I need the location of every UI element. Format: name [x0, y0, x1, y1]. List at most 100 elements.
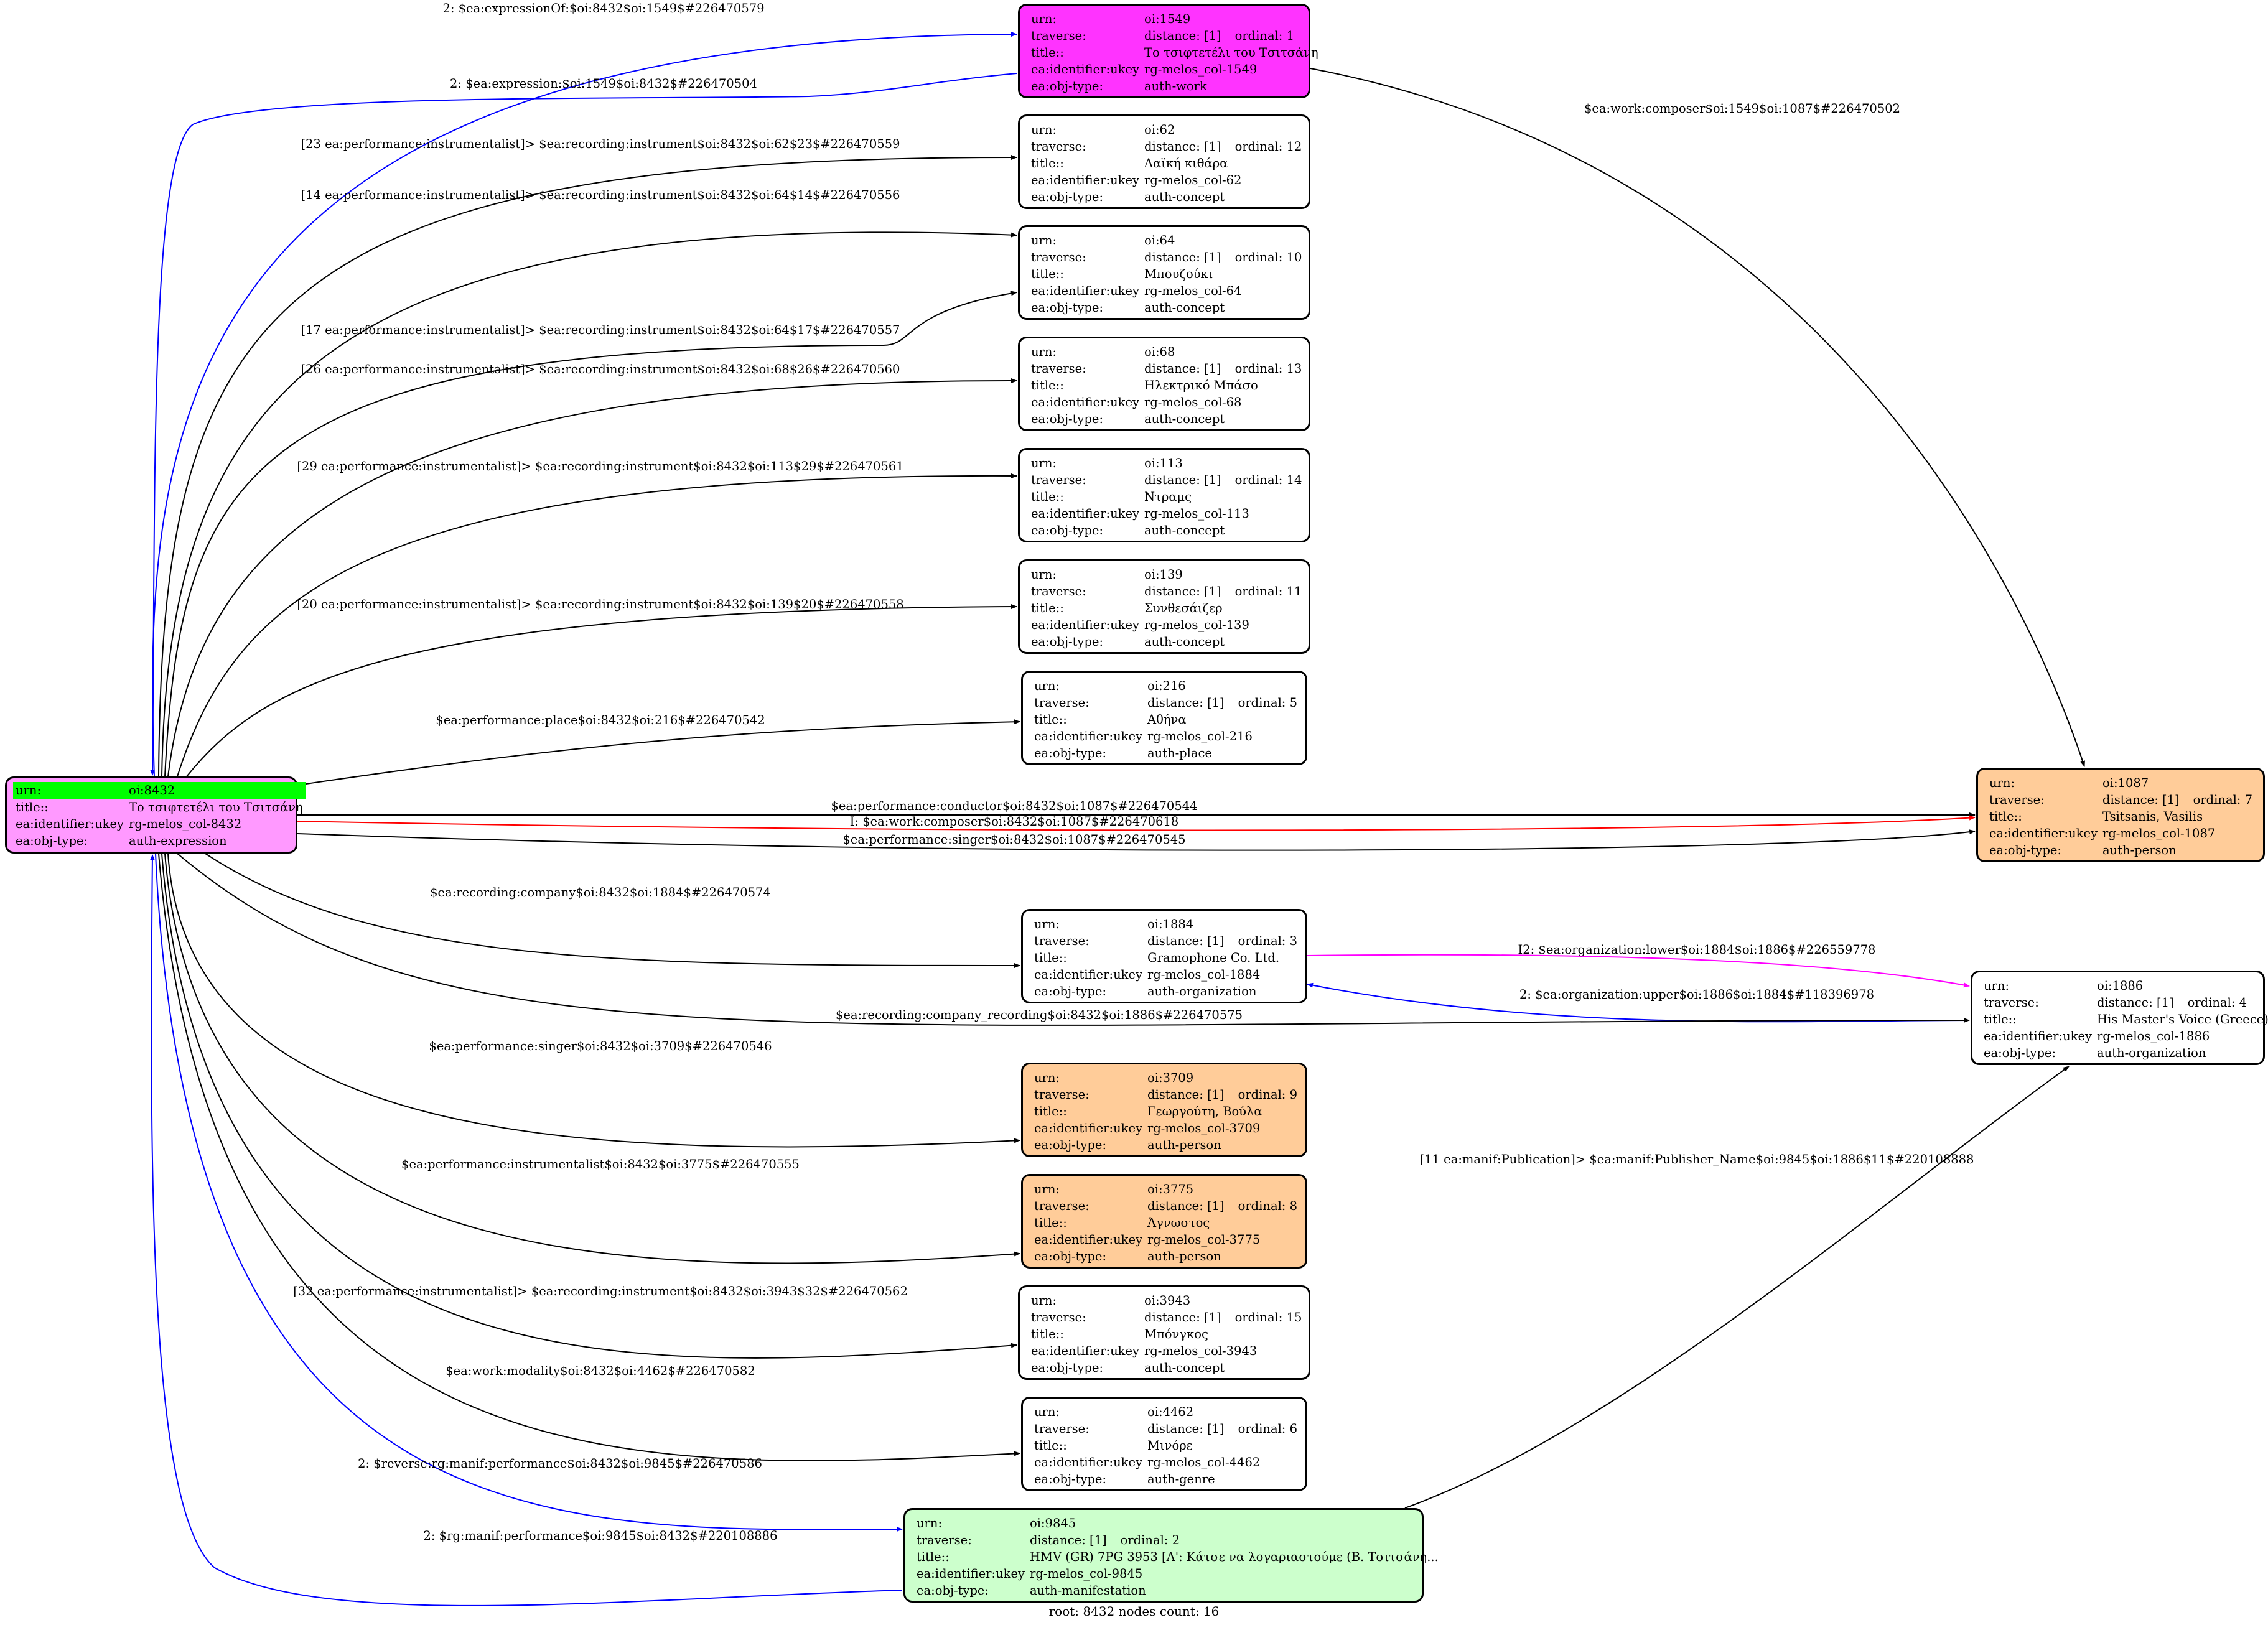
node-key-title: title::	[1034, 1104, 1067, 1119]
edge-line	[1307, 954, 1970, 988]
edge-line	[1404, 1066, 2070, 1509]
node-key-objtype: ea:obj-type:	[1984, 1046, 2056, 1060]
node-urn-value: oi:1549	[1144, 12, 1191, 26]
node-key-urn: urn:	[1989, 776, 2015, 790]
edge-line	[205, 853, 1020, 968]
edge-label: $ea:performance:conductor$oi:8432$oi:108…	[831, 799, 1197, 813]
edge-label: [29 ea:performance:instrumentalist]> $ea…	[297, 459, 903, 473]
node-key-ukey: ea:identifier:ukey	[1031, 395, 1139, 409]
edge-line	[1310, 68, 2085, 767]
node-key-urn: urn:	[1031, 123, 1057, 137]
node-ordinal: ordinal: 8	[1238, 1199, 1297, 1213]
node-ordinal: ordinal: 5	[1238, 696, 1297, 710]
edge-line	[158, 154, 1017, 777]
node-key-title: title::	[1031, 378, 1064, 393]
node-key-ukey: ea:identifier:ukey	[1031, 62, 1139, 77]
node-distance: distance: [1]	[1030, 1533, 1107, 1547]
edge-line	[150, 73, 1017, 776]
node-title-value: Gramophone Co. Ltd.	[1147, 951, 1280, 965]
node-traverse-value: distance: [1]ordinal: 9	[1145, 1086, 1300, 1103]
node-ukey-value: rg-melos_col-64	[1144, 284, 1242, 298]
node-key-traverse: traverse:	[1031, 250, 1086, 264]
node-key-ukey: ea:identifier:ukey	[1034, 729, 1142, 743]
node-key-traverse: traverse:	[1031, 584, 1086, 598]
edge-n8432-n9845: 2: $reverse:rg:manif:performance$oi:8432…	[155, 853, 903, 1532]
node-title-value: Ντραμς	[1144, 490, 1192, 504]
node-objtype-value: auth-person	[1147, 1249, 1221, 1264]
node-ordinal: ordinal: 15	[1234, 1310, 1302, 1325]
edge-n8432-n113: [29 ea:performance:instrumentalist]> $ea…	[177, 459, 1017, 777]
node-ordinal: ordinal: 6	[1238, 1422, 1297, 1436]
node-title-value: Μπόνγκος	[1144, 1327, 1208, 1341]
node-ordinal: ordinal: 3	[1238, 934, 1297, 948]
edge-label: [11 ea:manif:Publication]> $ea:manif:Pub…	[1420, 1152, 1974, 1166]
edge-label: I2: $ea:organization:lower$oi:1884$oi:18…	[1518, 943, 1876, 957]
node-key-objtype: ea:obj-type:	[1031, 190, 1104, 204]
node-distance: distance: [1]	[1144, 250, 1221, 264]
node-key-traverse: traverse:	[1034, 934, 1090, 948]
node-key-ukey: ea:identifier:ukey	[1031, 1344, 1139, 1358]
node-key-urn: urn:	[917, 1516, 943, 1530]
node-key-objtype: ea:obj-type:	[1031, 1361, 1104, 1375]
node-key-title: title::	[16, 800, 49, 814]
node-urn-value: oi:1886	[2097, 979, 2144, 993]
node-distance: distance: [1]	[1144, 139, 1221, 154]
node-key-objtype: ea:obj-type:	[1989, 843, 2062, 857]
node-key-title: title::	[1031, 601, 1064, 615]
edge-n8432-n1886: $ea:recording:company_recording$oi:8432$…	[177, 853, 1970, 1026]
edge-label: [14 ea:performance:instrumentalist]> $ea…	[301, 188, 900, 202]
edge-n8432-n3709: $ea:performance:singer$oi:8432$oi:3709$#…	[167, 853, 1020, 1148]
node-ordinal: ordinal: 13	[1234, 361, 1302, 376]
node-key-traverse: traverse:	[1034, 1422, 1090, 1436]
node-objtype-value: auth-concept	[1144, 635, 1225, 649]
edge-n8432-n3943: [32 ea:performance:instrumentalist]> $ea…	[161, 853, 1017, 1359]
node-key-title: title::	[1034, 951, 1067, 965]
edge-label: $ea:performance:singer$oi:8432$oi:1087$#…	[842, 832, 1185, 847]
edge-label: $ea:performance:singer$oi:8432$oi:3709$#…	[429, 1039, 772, 1053]
node-title-value: Αθήνα	[1147, 712, 1187, 727]
node-urn-value: oi:4462	[1147, 1405, 1194, 1419]
node-title-value: Το τσιφτετέλι του Τσιτσάνη	[129, 800, 303, 814]
node-key-urn: urn:	[1034, 679, 1060, 693]
edge-line	[164, 853, 1020, 1264]
node-title-value: Το τσιφτετέλι του Τσιτσάνη	[1144, 45, 1318, 60]
node-key-urn: urn:	[1034, 1182, 1060, 1196]
node-key-urn: urn:	[1031, 12, 1057, 26]
edge-n8432-n139: [20 ea:performance:instrumentalist]> $ea…	[186, 597, 1017, 777]
edge-n8432-n4462: $ea:work:modality$oi:8432$oi:4462$#22647…	[158, 853, 1020, 1461]
node-urn-value: oi:3709	[1147, 1071, 1194, 1085]
node-title-value: Tsitsanis, Vasilis	[2102, 809, 2203, 824]
node-key-traverse: traverse:	[1031, 139, 1086, 154]
node-objtype-value: auth-work	[1144, 79, 1207, 93]
node-key-urn: urn:	[1984, 979, 2010, 993]
edge-n8432-n1087: $ea:performance:conductor$oi:8432$oi:108…	[297, 799, 1976, 817]
node-objtype-value: auth-concept	[1144, 300, 1225, 315]
node-ordinal: ordinal: 12	[1234, 139, 1302, 154]
node-objtype-value: auth-concept	[1144, 1361, 1225, 1375]
edge-line	[161, 853, 1017, 1359]
node-traverse-value: distance: [1]ordinal: 2	[1027, 1532, 1441, 1548]
node-ukey-value: rg-melos_col-4462	[1147, 1455, 1261, 1469]
node-urn-value: oi:8432	[126, 782, 306, 799]
node-key-ukey: ea:identifier:ukey	[1031, 618, 1139, 632]
node-ukey-value: rg-melos_col-68	[1144, 395, 1242, 409]
node-title-value: Μινόρε	[1147, 1438, 1193, 1453]
node-traverse-value: distance: [1]ordinal: 4	[2094, 994, 2268, 1011]
